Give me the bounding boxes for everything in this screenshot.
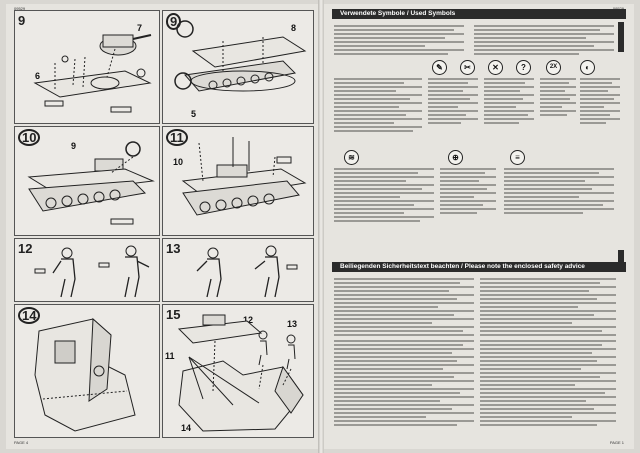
callout: 8 xyxy=(291,23,297,33)
step-number: 11 xyxy=(166,129,188,146)
step-panel-11: 11 10 xyxy=(162,126,314,236)
intro-text-right xyxy=(474,23,614,57)
callout: 9 xyxy=(71,141,77,151)
side-marker xyxy=(618,250,624,272)
callout: 11 xyxy=(165,351,175,361)
step-panel-12: 12 xyxy=(14,238,160,302)
callout: 14 xyxy=(181,423,192,433)
symbol-text-col-3 xyxy=(484,76,534,126)
ruin-base-drawing xyxy=(34,317,136,432)
final-diorama-drawing xyxy=(177,314,304,432)
hull-tracks-drawing xyxy=(174,20,307,92)
step-panel-9b: 9 8 5 xyxy=(162,10,314,124)
soldier-figures-drawing xyxy=(196,245,298,298)
notice-text-left xyxy=(334,338,474,428)
footer-left: PAGE 4 xyxy=(14,440,29,445)
symbol-text-col-5 xyxy=(580,76,620,126)
symbol-text-col-2 xyxy=(428,76,478,126)
symbols-title: Verwendete Symbole / Used Symbols xyxy=(340,10,456,17)
notice-text-right xyxy=(480,338,616,428)
step-number: 14 xyxy=(18,307,41,324)
header-code-right: 09529 xyxy=(613,6,624,11)
safety-text-left xyxy=(334,276,474,338)
left-page: 09529 PAGE 4 9 7 6 xyxy=(6,4,318,449)
callout: 13 xyxy=(287,319,298,329)
safety-title: Beiliegenden Sicherheitstext beachten / … xyxy=(340,263,585,270)
cut-icon: ✂ xyxy=(460,60,475,75)
safety-title-bar: Beiliegenden Sicherheitstext beachten / … xyxy=(332,262,626,272)
question-icon: ? xyxy=(516,60,531,75)
step-number: 13 xyxy=(166,241,181,256)
symbol2-text-col-1 xyxy=(334,166,434,224)
header-code-left: 09529 xyxy=(14,6,26,11)
repeat-icon: 2X xyxy=(546,60,561,75)
step-number: 12 xyxy=(18,241,33,256)
intro-text-left xyxy=(334,23,464,57)
apply-icon: ⊕ xyxy=(448,150,463,165)
callout: 12 xyxy=(243,315,254,325)
right-page: 09529 PAGE 1 Verwendete Symbole / Used S… xyxy=(324,4,634,449)
step-number: 15 xyxy=(166,307,181,322)
sand-icon: ≡ xyxy=(510,150,525,165)
step-number: 10 xyxy=(18,129,41,146)
glue-icon: ✎ xyxy=(432,60,447,75)
soldier-figures-drawing xyxy=(34,245,150,298)
footer-right: PAGE 1 xyxy=(609,440,624,445)
symbol-text-col-1 xyxy=(334,76,422,134)
no-glue-icon: ✕ xyxy=(488,60,503,75)
repeat-label: 2X xyxy=(549,64,558,70)
paint-icon: ◐ xyxy=(580,60,595,75)
step-panel-14: 14 xyxy=(14,304,160,438)
symbol2-text-col-3 xyxy=(504,166,614,216)
tank-hull-turret-drawing xyxy=(33,34,152,113)
symbol-text-col-4 xyxy=(540,76,576,118)
side-marker xyxy=(618,22,624,52)
symbol2-text-col-2 xyxy=(440,166,496,216)
callout: 7 xyxy=(137,23,143,33)
step-panel-9a: 9 7 6 xyxy=(14,10,160,124)
step-panel-13: 13 xyxy=(162,238,314,302)
symbols-title-bar: Verwendete Symbole / Used Symbols xyxy=(332,9,626,19)
callout: 5 xyxy=(191,109,197,119)
callout: 10 xyxy=(173,157,184,167)
tank-antenna-drawing xyxy=(181,137,307,216)
decal-icon: ≋ xyxy=(344,150,359,165)
step-number: 9 xyxy=(166,13,182,30)
step-panel-10: 10 9 xyxy=(14,126,160,236)
step-panel-15: 15 12 13 11 14 xyxy=(162,304,314,438)
safety-text-right xyxy=(480,276,616,338)
callout: 6 xyxy=(35,71,41,81)
center-fold xyxy=(318,0,324,453)
step-number: 9 xyxy=(18,13,26,28)
tank-assembly-drawing xyxy=(27,141,155,225)
